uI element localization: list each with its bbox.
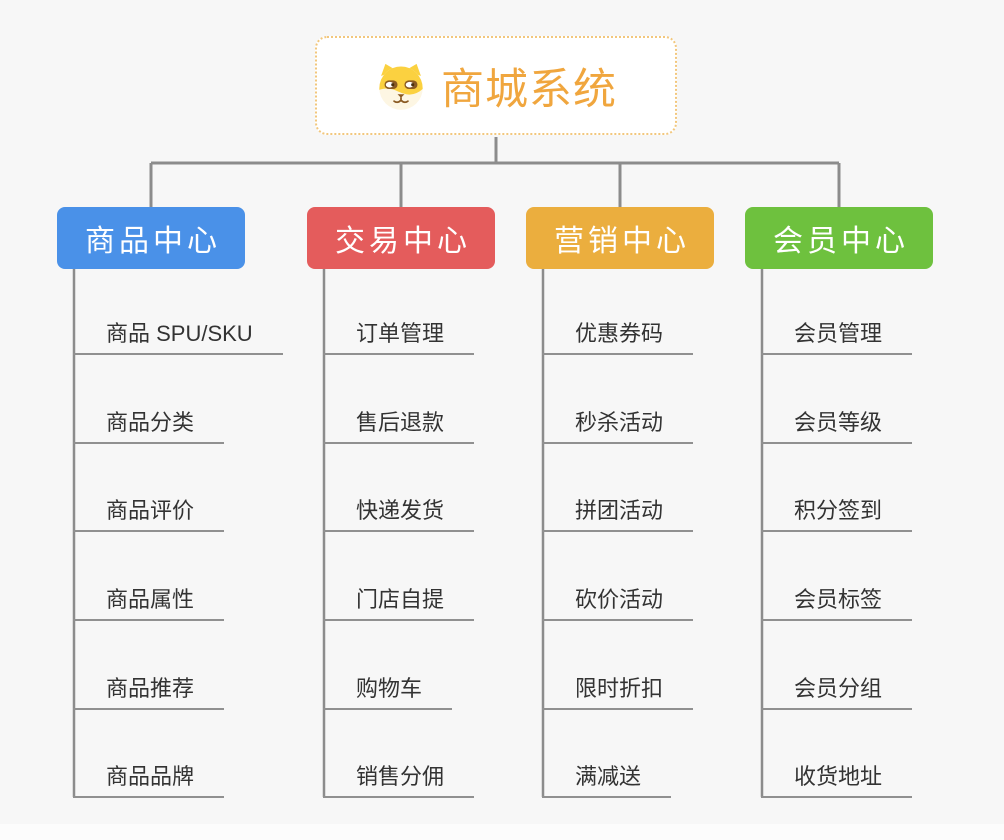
child-label: 商品属性 xyxy=(106,587,195,612)
child-label: 积分签到 xyxy=(794,498,883,523)
branch-node-product-center[interactable]: 商品中心 xyxy=(57,207,245,269)
child-label: 商品 SPU/SKU xyxy=(106,321,253,346)
child-node[interactable]: 收货地址 xyxy=(761,762,913,798)
branch-label: 交易中心 xyxy=(335,225,471,258)
child-label: 门店自提 xyxy=(356,587,445,612)
branch-node-marketing-center[interactable]: 营销中心 xyxy=(526,207,714,269)
branch-label: 商品中心 xyxy=(85,225,221,258)
child-node[interactable]: 门店自提 xyxy=(323,585,475,621)
child-label: 购物车 xyxy=(356,676,423,701)
child-node[interactable]: 秒杀活动 xyxy=(542,408,694,444)
child-label: 销售分佣 xyxy=(356,764,445,789)
child-node[interactable]: 限时折扣 xyxy=(542,674,694,710)
child-node[interactable]: 商品分类 xyxy=(73,408,225,444)
child-label: 商品评价 xyxy=(106,498,195,523)
root-node[interactable]: 商城系统 xyxy=(315,36,677,135)
child-node[interactable]: 销售分佣 xyxy=(323,762,475,798)
branch-label: 营销中心 xyxy=(554,225,690,258)
child-node[interactable]: 会员等级 xyxy=(761,408,913,444)
child-node[interactable]: 积分签到 xyxy=(761,496,913,532)
child-label: 会员分组 xyxy=(794,676,883,701)
child-node[interactable]: 售后退款 xyxy=(323,408,475,444)
child-label: 拼团活动 xyxy=(575,498,664,523)
branch-label: 会员中心 xyxy=(773,225,909,258)
canvas-bottom-edge xyxy=(0,824,1004,840)
child-label: 会员标签 xyxy=(794,587,883,612)
child-node[interactable]: 拼团活动 xyxy=(542,496,694,532)
child-node[interactable]: 商品推荐 xyxy=(73,674,225,710)
child-node[interactable]: 砍价活动 xyxy=(542,585,694,621)
child-node[interactable]: 会员分组 xyxy=(761,674,913,710)
child-node[interactable]: 商品属性 xyxy=(73,585,225,621)
child-label: 会员等级 xyxy=(794,410,883,435)
child-node[interactable]: 会员管理 xyxy=(761,319,913,355)
child-label: 快递发货 xyxy=(356,498,445,523)
child-label: 秒杀活动 xyxy=(575,410,664,435)
child-label: 会员管理 xyxy=(794,321,883,346)
child-label: 砍价活动 xyxy=(575,587,664,612)
child-label: 商品分类 xyxy=(106,410,195,435)
child-node[interactable]: 满减送 xyxy=(542,762,672,798)
branch-node-member-center[interactable]: 会员中心 xyxy=(745,207,933,269)
child-node[interactable]: 优惠券码 xyxy=(542,319,694,355)
child-label: 订单管理 xyxy=(356,321,445,346)
root-title: 商城系统 xyxy=(441,65,617,114)
child-label: 收货地址 xyxy=(794,764,883,789)
dog-face-icon xyxy=(379,63,423,110)
branch-node-trade-center[interactable]: 交易中心 xyxy=(307,207,495,269)
child-node[interactable]: 会员标签 xyxy=(761,585,913,621)
child-label: 售后退款 xyxy=(356,410,445,435)
child-node[interactable]: 购物车 xyxy=(323,674,453,710)
child-node[interactable]: 商品品牌 xyxy=(73,762,225,798)
child-label: 商品推荐 xyxy=(106,676,195,701)
child-label: 限时折扣 xyxy=(575,676,664,701)
child-label: 满减送 xyxy=(575,764,642,789)
child-node[interactable]: 商品评价 xyxy=(73,496,225,532)
child-node[interactable]: 商品 SPU/SKU xyxy=(73,319,283,355)
child-node[interactable]: 订单管理 xyxy=(323,319,475,355)
child-label: 商品品牌 xyxy=(106,764,195,789)
child-label: 优惠券码 xyxy=(575,321,664,346)
child-node[interactable]: 快递发货 xyxy=(323,496,475,532)
